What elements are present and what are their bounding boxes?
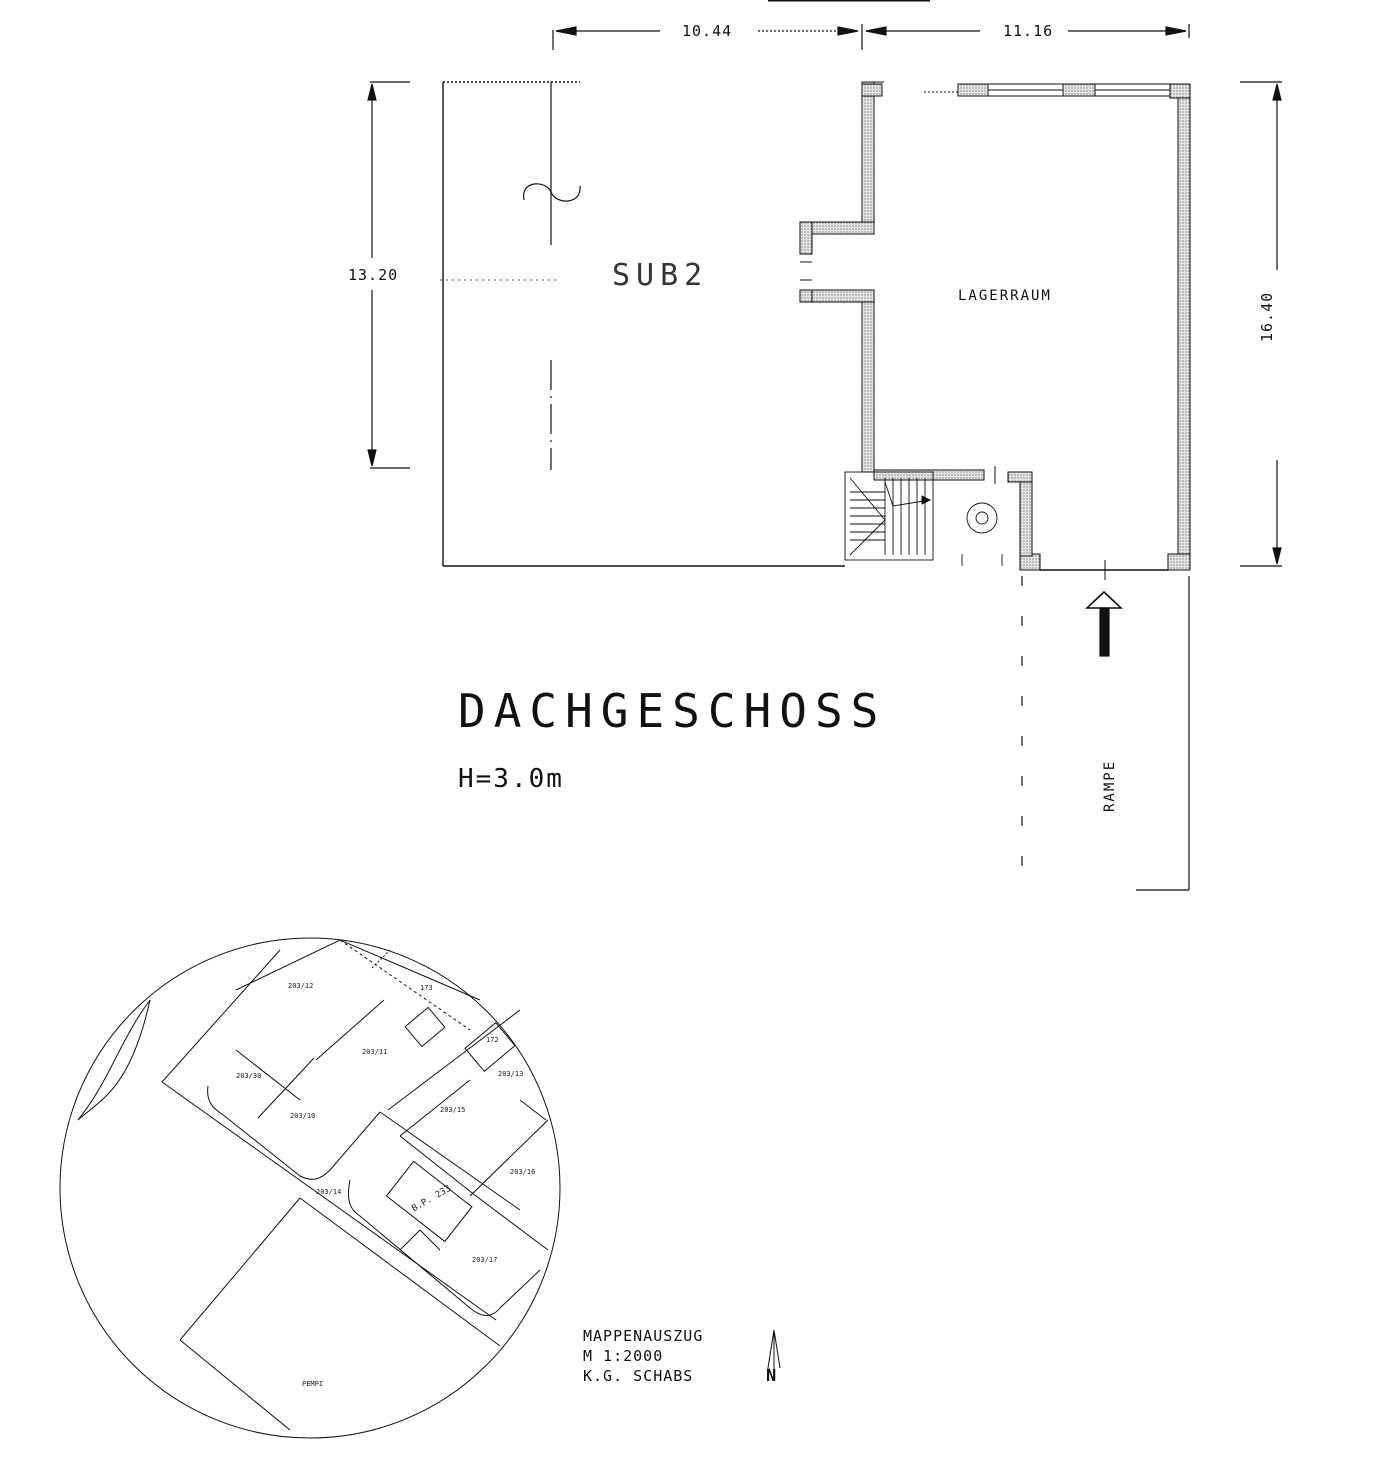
room-lagerraum-outline xyxy=(873,83,1191,580)
parcel-label: 203/17 xyxy=(472,1256,498,1264)
parcel-label: 203/10 xyxy=(290,1112,316,1120)
top-dimension-line xyxy=(552,0,1190,50)
left-dimension-line xyxy=(367,81,410,469)
north-arrow xyxy=(767,1329,781,1369)
right-dimension-line xyxy=(1240,81,1282,567)
site-map xyxy=(59,937,561,1439)
dim-right: 16.40 xyxy=(1258,291,1276,342)
parcel-label: 173 xyxy=(420,984,433,992)
floor-title: DACHGESCHOSS xyxy=(458,684,887,738)
map-caption-title: MAPPENAUSZUG xyxy=(583,1327,704,1345)
map-caption-district: K.G. SCHABS xyxy=(583,1367,694,1385)
map-caption: MAPPENAUSZUG M 1:2000 K.G. SCHABS xyxy=(583,1326,703,1386)
map-caption-scale: M 1:2000 xyxy=(583,1347,664,1365)
north-label: N xyxy=(766,1366,777,1386)
parcel-label: 203/12 xyxy=(288,982,314,990)
room-label-sub2: SUB2 xyxy=(612,258,709,293)
ramp-label: RAMPE xyxy=(1102,759,1118,812)
parcel-label: PEMPI xyxy=(302,1380,324,1388)
parcel-label: 203/15 xyxy=(440,1106,466,1114)
parcel-label: 203/16 xyxy=(510,1168,536,1176)
dim-top-right: 11.16 xyxy=(1003,22,1054,40)
floor-height: H=3.0m xyxy=(458,764,564,794)
parcel-label: 203/30 xyxy=(236,1072,262,1080)
room-label-lagerraum: LAGERRAUM xyxy=(958,288,1052,304)
dividing-wall xyxy=(799,81,884,473)
parcel-label: 203/11 xyxy=(362,1048,388,1056)
parcel-label: 203/13 xyxy=(498,1070,524,1078)
ramp xyxy=(1021,576,1190,891)
parcel-label: 172 xyxy=(486,1036,499,1044)
dim-left: 13.20 xyxy=(348,266,399,284)
room-sub2-outline xyxy=(440,81,845,567)
staircase xyxy=(844,471,1003,566)
parcel-label: 203/14 xyxy=(316,1188,342,1196)
dim-top-left: 10.44 xyxy=(682,22,733,40)
